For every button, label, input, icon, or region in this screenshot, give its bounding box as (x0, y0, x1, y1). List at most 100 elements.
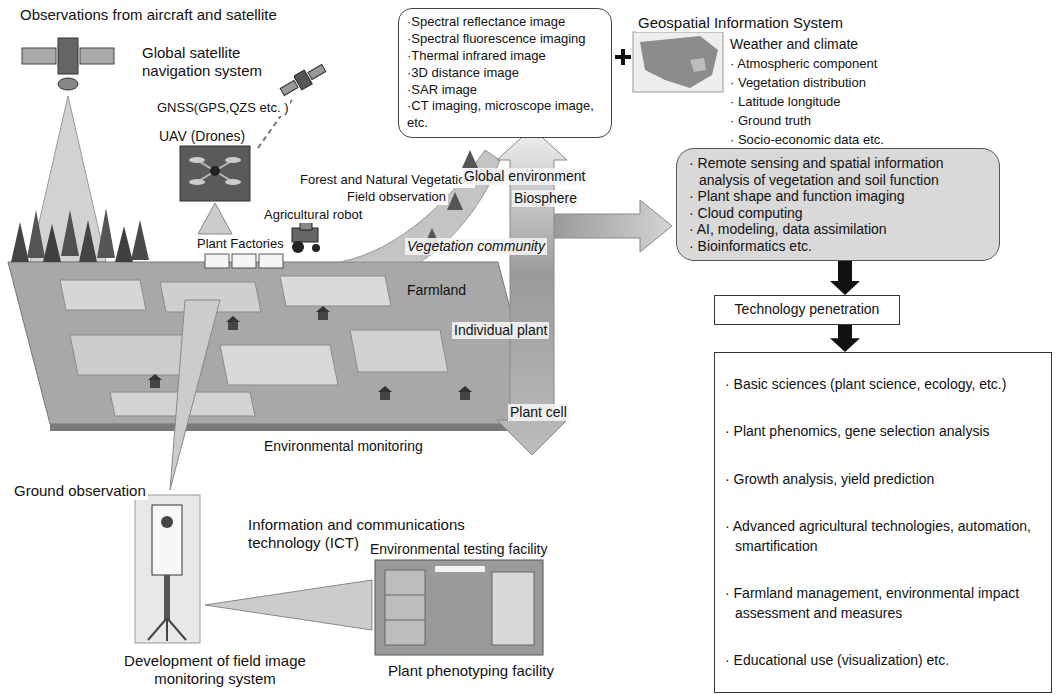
block-arrow (830, 325, 860, 353)
box-text: · Basic sciences (plant science, ecology… (725, 374, 1041, 394)
asia-map (633, 32, 723, 92)
text-label: · Vegetation distribution (728, 75, 868, 91)
ground-beam (170, 300, 220, 490)
field-camera-photo (161, 516, 173, 528)
farmland-patch (220, 345, 338, 385)
box-text: ·SAR image (407, 82, 603, 99)
facility-photo (435, 566, 485, 572)
ground-beam (170, 300, 220, 490)
asia-map (633, 32, 723, 92)
field-camera-photo (152, 505, 182, 575)
box-text: · Farmland management, environmental imp… (725, 583, 1041, 624)
ground-plane (8, 262, 540, 431)
box-text: ·3D distance image (407, 65, 603, 82)
text-label: Global environment (462, 168, 587, 185)
text-label: · Latitude longitude (728, 94, 843, 110)
text-label: UAV (Drones) (157, 128, 247, 145)
drone-photo (180, 146, 250, 201)
text-label: Field observation (345, 189, 448, 205)
plus-sign (621, 49, 625, 65)
house (318, 312, 328, 320)
scale-arrow (553, 200, 672, 252)
tractor (292, 241, 304, 253)
drone-photo (189, 179, 205, 185)
forest-trees (27, 210, 45, 258)
text-label: · Socio-economic data etc. (728, 132, 886, 148)
house (380, 392, 390, 400)
farmland-patch (60, 276, 448, 416)
drone-photo (189, 157, 205, 163)
field-camera-photo (166, 618, 168, 641)
text-label: GNSS(GPS,QZS etc. ) (155, 100, 290, 116)
satellite-icon (22, 48, 56, 64)
box-text: · Plant shape and function imaging (689, 188, 989, 205)
plant-factory (259, 254, 283, 268)
box-text: · Cloud computing (689, 205, 989, 222)
text-label: Environmental testing facility (368, 541, 549, 558)
farmland-patch (350, 330, 448, 372)
box-text: · Plant phenomics, gene selection analys… (725, 421, 1041, 441)
facility-beam (205, 580, 372, 630)
tractor (312, 244, 320, 252)
text-label: · Atmospheric component (728, 56, 879, 72)
drone-photo (197, 160, 233, 182)
satellite-icon (80, 48, 114, 64)
process-box: Technology penetration (714, 295, 900, 325)
text-label: Biosphere (512, 190, 579, 207)
text-label: Plant phenotyping facility (386, 662, 556, 680)
text-label: Geospatial Information System (636, 14, 845, 32)
box-text: ·Spectral fluorescence imaging (407, 31, 603, 48)
gnss-satellite (280, 81, 298, 96)
drone-photo (225, 179, 241, 185)
text-label: Weather and climate (728, 36, 860, 53)
box-text: Technology penetration (720, 301, 894, 319)
facility-photo (492, 572, 534, 645)
plant-factory (205, 254, 283, 268)
box-text: · Advanced agricultural technologies, au… (725, 516, 1041, 557)
drone-beam (198, 203, 232, 234)
forest-trees (79, 220, 97, 262)
text-label: Agricultural robot (262, 207, 364, 223)
plant-factory (205, 254, 229, 268)
farmland-patch (60, 280, 146, 310)
house (316, 306, 330, 312)
forest-trees (131, 220, 149, 260)
text-label: Farmland (405, 282, 468, 299)
facility-beam (205, 580, 372, 630)
field-camera-photo (167, 618, 186, 640)
asia-map (690, 58, 706, 72)
satellite-icon (58, 78, 78, 90)
field-camera-photo (164, 575, 170, 620)
forest-trees (115, 226, 133, 262)
drone-photo (210, 166, 220, 176)
tractor (292, 222, 320, 253)
application-list-box: · Basic sciences (plant science, ecology… (714, 352, 1052, 693)
block-arrow (830, 261, 860, 295)
box-text: · Bioinformatics etc. (689, 238, 989, 255)
box-text: · Remote sensing and spatial information… (689, 155, 989, 188)
drone-beam (198, 203, 232, 234)
forest-trees (43, 224, 61, 262)
text-label: Global satellite navigation system (140, 44, 294, 80)
house (378, 386, 392, 392)
facility-photo (375, 560, 543, 655)
forest-trees (97, 208, 115, 258)
satellite-beam (30, 96, 106, 262)
facility-photo (385, 595, 425, 596)
text-label: Observations from aircraft and satellite (18, 6, 279, 24)
box-text: · AI, modeling, data assimilation (689, 221, 989, 238)
box-text: · Educational use (visualization) etc. (725, 650, 1041, 670)
text-label: Environmental monitoring (262, 438, 425, 455)
facility-photo (385, 620, 425, 621)
hill (447, 192, 463, 210)
field-camera-photo (135, 495, 200, 643)
text-label: Vegetation community (405, 238, 547, 255)
gnss-satellite (308, 65, 326, 80)
text-label: Forest and Natural Vegetation (298, 172, 475, 188)
text-label: Plant Factories (195, 236, 286, 252)
house (150, 380, 160, 388)
box-text: ·Thermal infrared image (407, 48, 603, 65)
gnss-satellite (294, 70, 312, 90)
hill (462, 150, 478, 168)
satellite-icon (58, 38, 78, 74)
